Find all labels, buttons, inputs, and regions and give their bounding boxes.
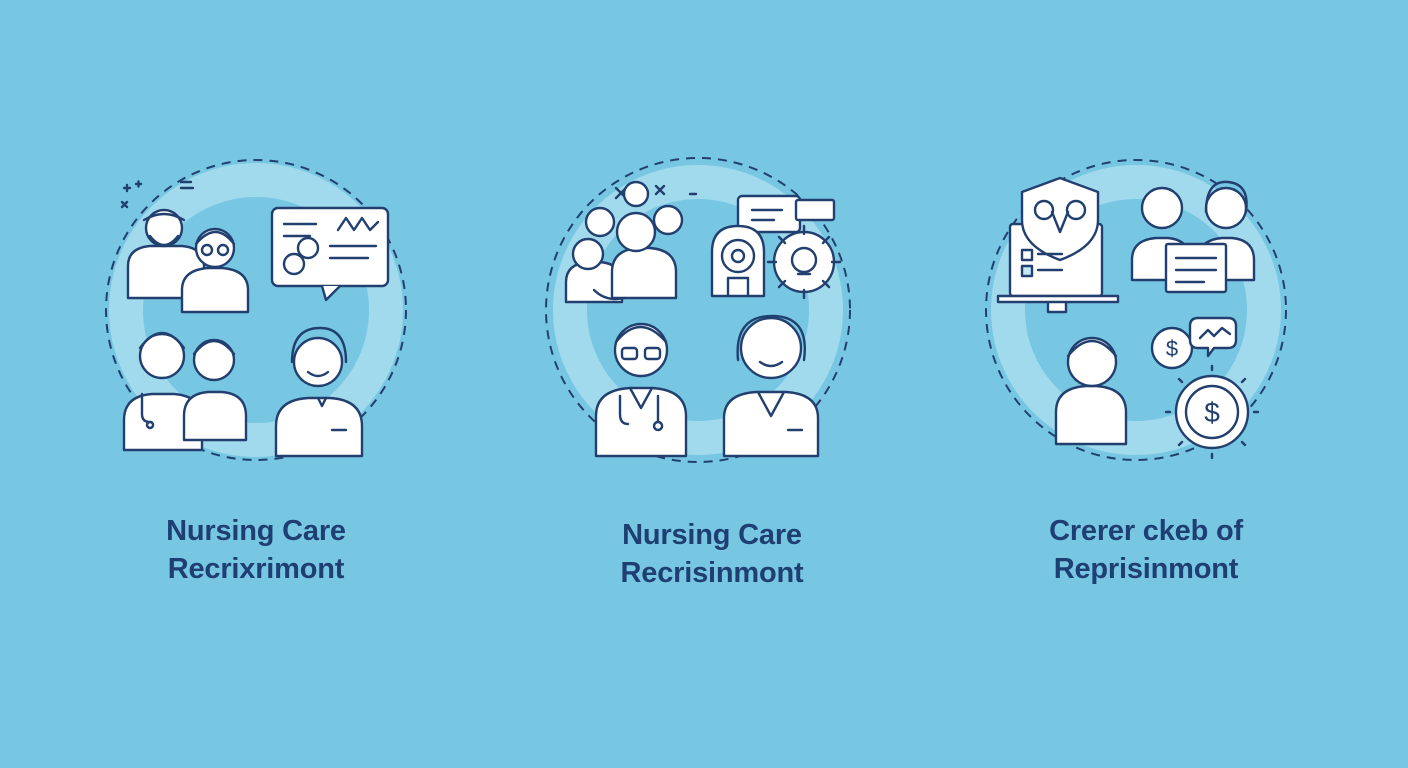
panel-1-illustration: [105, 159, 407, 461]
panel-2-caption: Nursing Care Recrisinmont: [542, 516, 882, 592]
panel-3-caption-line2: Reprisinmont: [1053, 553, 1239, 585]
person-icon: [1054, 336, 1128, 446]
medical-device-icon: [710, 224, 766, 298]
two-people-with-document-icon: [1130, 180, 1256, 294]
chat-bubble-icon: [736, 194, 836, 234]
female-doctor-icon: [722, 314, 820, 458]
panel-1-caption: Nursing Care Recrixrimont: [86, 512, 426, 588]
panel-nursing-care-1: Nursing Care Recrixrimont: [86, 150, 426, 600]
panel-crerer-ckeb: $ $ Crerer ckeb of Reprisinmont: [976, 150, 1316, 600]
panel-nursing-care-2: Nursing Care Recrisinmont: [538, 150, 878, 600]
panel-1-caption-line2: Recrixrimont: [167, 553, 345, 585]
svg-text:$: $: [1204, 397, 1220, 428]
woman-with-glasses-icon: [180, 227, 250, 314]
panel-2-illustration: [545, 157, 851, 463]
svg-text:$: $: [1166, 336, 1178, 361]
receptionist-with-headset-icon: [274, 326, 364, 458]
group-of-people-icon: [564, 180, 684, 304]
sparkle-icon: [614, 184, 698, 200]
colleague-icon: [182, 338, 248, 442]
panel-2-caption-line2: Recrisinmont: [620, 557, 804, 589]
dollar-chart-icon: $: [1150, 316, 1238, 370]
panel-1-caption-line1: Nursing Care: [166, 515, 346, 547]
dollar-gear-icon: $: [1164, 364, 1260, 460]
security-shield-monitor-icon: [996, 176, 1120, 314]
panel-3-caption-line1: Crerer ckeb of: [1049, 515, 1243, 547]
panel-2-caption-line1: Nursing Care: [622, 519, 802, 551]
panel-3-caption: Crerer ckeb of Reprisinmont: [976, 512, 1316, 588]
sparkle-icon: [120, 180, 195, 209]
doctor-with-glasses-icon: [594, 322, 688, 458]
presentation-board-icon: [270, 206, 390, 302]
panel-3-illustration: $ $: [985, 159, 1287, 461]
gear-lightbulb-icon: [766, 224, 842, 300]
